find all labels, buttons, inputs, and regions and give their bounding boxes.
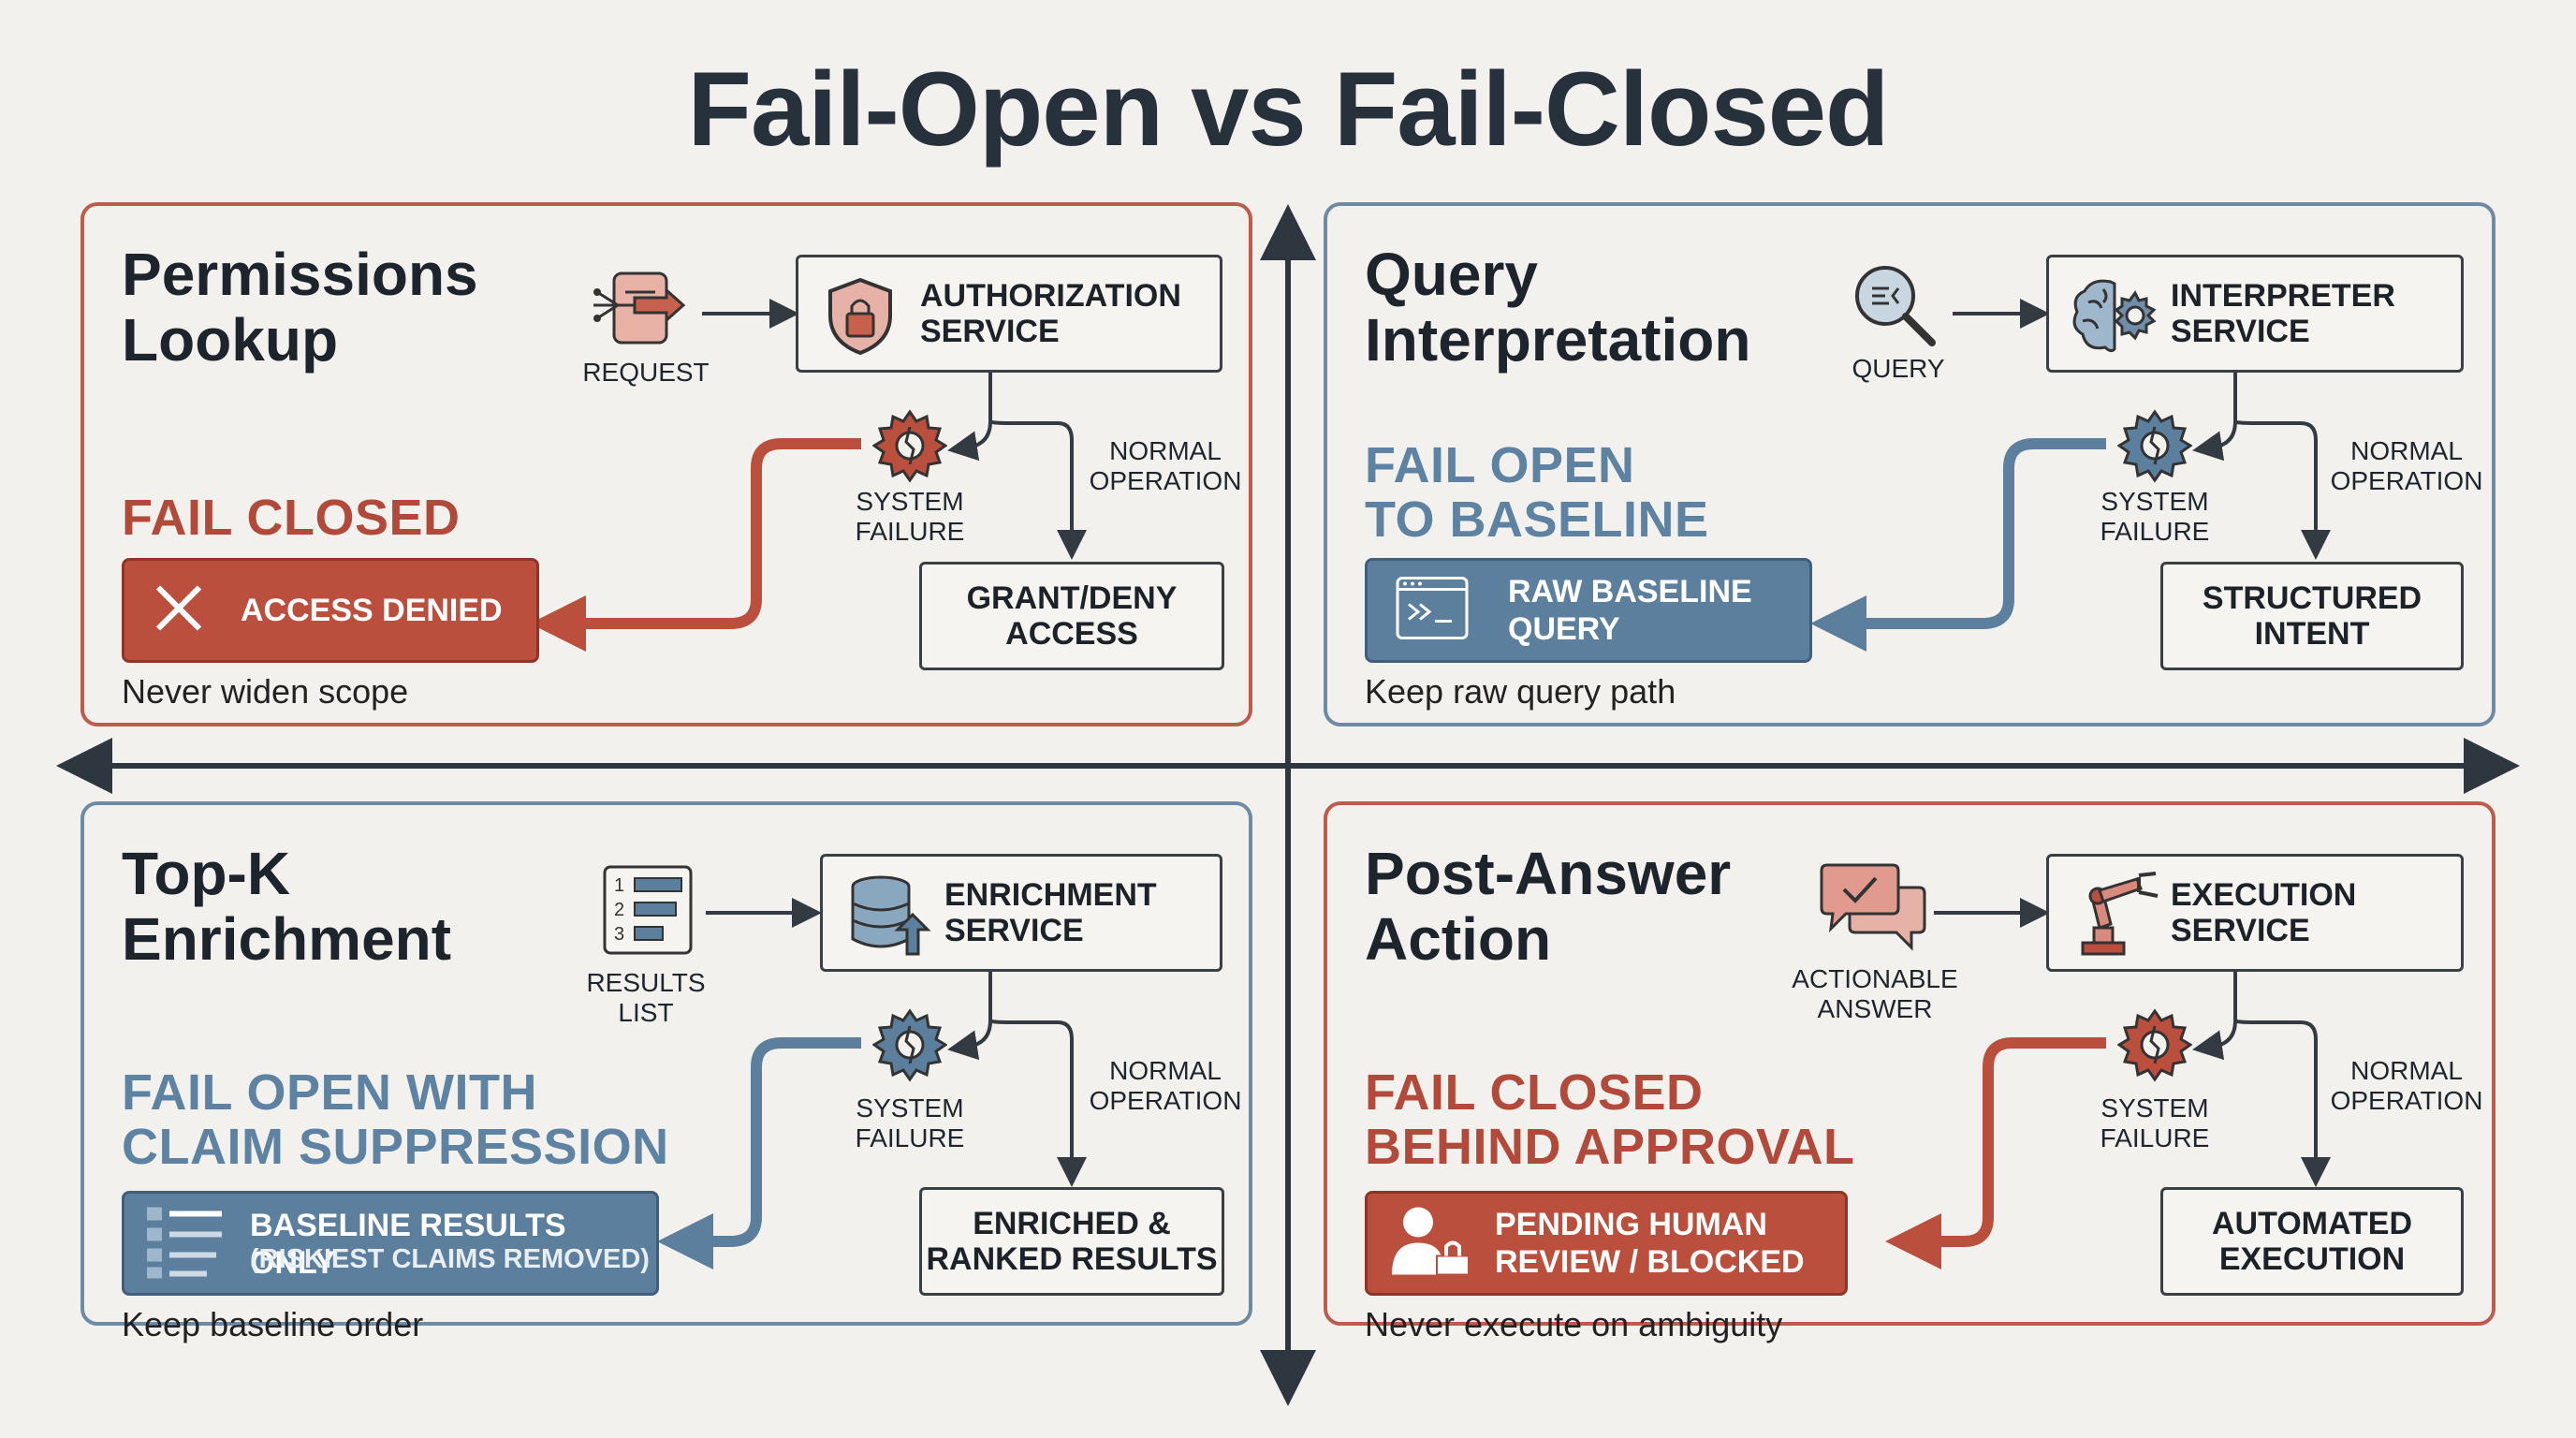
service-label: ENRICHMENT SERVICE [944,877,1157,948]
input-label: REQUEST [582,358,710,387]
svg-text:2: 2 [614,900,624,920]
caption: Keep raw query path [1365,672,1676,711]
page-title: Fail-Open vs Fail-Closed [687,51,1890,168]
robot-arm-icon [2071,870,2165,967]
normal-result-box: AUTOMATED EXECUTION [2160,1187,2464,1296]
caption: Never execute on ambiguity [1365,1305,1783,1343]
service-label: INTERPRETER SERVICE [2171,278,2395,349]
chat-check-icon [1818,859,1930,961]
database-upload-icon [847,873,931,965]
failure-label: SYSTEM FAILURE [2100,1093,2210,1152]
failure-gear-icon [871,408,948,488]
outcome-box: RAW BASELINE QUERY [1365,558,1812,663]
failure-label: SYSTEM FAILURE [855,1093,965,1152]
outcome-box: ACCESS DENIED [122,558,539,663]
input-label: QUERY [1852,354,1945,383]
numbered-list-icon: 1 2 3 [601,863,695,961]
normal-result-box: GRANT/DENY ACCESS [919,562,1224,670]
svg-text:1: 1 [614,875,624,896]
svg-text:3: 3 [614,924,624,945]
service-box: INTERPRETER SERVICE [2046,255,2464,373]
service-box: EXECUTION SERVICE [2046,854,2464,972]
service-label: EXECUTION SERVICE [2171,877,2357,948]
failure-gear-icon [2116,408,2193,488]
service-box: AUTHORIZATION SERVICE [796,255,1222,373]
flow-arrows [657,898,1087,1269]
input-label: RESULTS LIST [586,968,706,1027]
outcome-box: BASELINE RESULTS ONLY (RISKIEST CLAIMS R… [122,1191,659,1296]
caption: Keep baseline order [122,1305,424,1343]
panel-heading: Top-K Enrichment [122,840,452,973]
outcome-label: RAW BASELINE QUERY [1508,574,1752,647]
mode-label: FAIL OPEN WITH CLAIM SUPPRESSION [122,1064,669,1175]
terminal-icon [1394,575,1471,647]
caption: Never widen scope [122,672,409,711]
brain-gear-icon [2070,274,2159,366]
flow-arrows [1885,898,2331,1269]
shield-lock-icon [825,276,896,364]
list-icon [143,1202,227,1285]
outcome-label: BASELINE RESULTS ONLY [250,1208,566,1281]
outcome-box: PENDING HUMAN REVIEW / BLOCKED [1365,1191,1848,1296]
service-label: AUTHORIZATION SERVICE [920,278,1181,349]
mode-label: FAIL CLOSED [122,490,461,546]
outcome-label: ACCESS DENIED [241,593,503,628]
panel-top-k-enrichment: Top-K Enrichment 1 2 3 RESULTS LIST [80,801,1252,1343]
normal-result-box: STRUCTURED INTENT [2160,562,2464,670]
normal-result-box: ENRICHED & RANKED RESULTS [919,1187,1224,1296]
outcome-label: PENDING HUMAN REVIEW / BLOCKED [1495,1207,1805,1280]
request-document-icon [590,264,693,362]
flow-arrows [1810,299,2331,652]
failure-gear-icon [2116,1007,2193,1087]
panel-heading: Query Interpretation [1365,241,1751,374]
input-label: ACTIONABLE ANSWER [1792,964,1958,1023]
mode-label: FAIL OPEN TO BASELINE [1365,437,1709,548]
panel-permissions-lookup: Permissions Lookup REQUEST [80,202,1252,726]
normal-label: NORMAL OPERATION [2330,1056,2483,1115]
flow-arrows [530,299,1087,652]
panel-post-answer-action: Post-Answer Action ACTIONABLE ANSWER [1324,801,2496,1343]
x-icon [151,580,207,641]
mode-label: FAIL CLOSED BEHIND APPROVAL [1365,1064,1855,1175]
panel-query-interpretation: Query Interpretation QUERY [1324,202,2496,726]
panel-heading: Permissions Lookup [122,241,478,374]
failure-label: SYSTEM FAILURE [2100,487,2210,546]
failure-gear-icon [871,1007,948,1087]
failure-label: SYSTEM FAILURE [855,487,965,546]
service-box: ENRICHMENT SERVICE [820,854,1222,972]
panel-heading: Post-Answer Action [1365,840,1732,973]
normal-label: NORMAL OPERATION [2330,436,2483,495]
outcome-sublabel: (RISKIEST CLAIMS REMOVED) [250,1244,650,1274]
normal-label: NORMAL OPERATION [1089,1056,1242,1115]
human-review-icon [1390,1204,1474,1284]
normal-label: NORMAL OPERATION [1089,436,1242,495]
magnifier-icon [1848,258,1941,357]
